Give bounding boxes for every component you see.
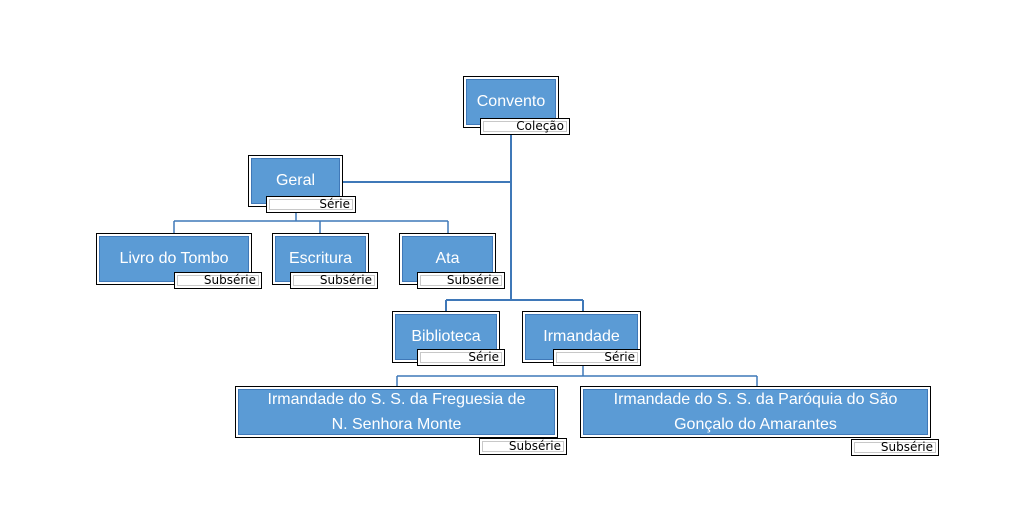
- node-level-tag: Série: [553, 349, 641, 366]
- node-title: Irmandade: [543, 328, 620, 345]
- node-irmandade-amarantes: Irmandade do S. S. da Paróquia do São Go…: [580, 386, 931, 438]
- node-title: Geral: [275, 172, 316, 189]
- node-title: Biblioteca: [411, 328, 481, 345]
- node-level-tag: Subsérie: [174, 272, 262, 289]
- node-level-tag: Subsérie: [417, 272, 505, 289]
- node-title: Escritura: [288, 250, 353, 267]
- node-title: Livro do Tombo: [119, 250, 229, 267]
- node-title: Irmandade do S. S. da Paróquia do São Go…: [610, 387, 902, 437]
- node-title: Convento: [476, 93, 546, 110]
- node-title-line-1: Irmandade do S. S. da Paróquia do São: [613, 391, 898, 408]
- node-title: Irmandade do S. S. da Freguesia de N. Se…: [264, 387, 530, 437]
- node-level-tag: Série: [266, 196, 356, 213]
- node-title-line-2: N. Senhora Monte: [331, 416, 462, 433]
- node-level-tag: Subsérie: [479, 438, 567, 455]
- node-level-tag: Subsérie: [290, 272, 378, 289]
- node-level-tag: Subsérie: [851, 439, 939, 456]
- node-title: Ata: [435, 250, 460, 267]
- node-title-line-2: Gonçalo do Amarantes: [674, 416, 837, 433]
- node-title-line-1: Irmandade do S. S. da Freguesia de: [267, 391, 526, 408]
- node-level-tag: Série: [417, 349, 505, 366]
- node-irmandade-monte: Irmandade do S. S. da Freguesia de N. Se…: [235, 386, 558, 438]
- node-level-tag: Coleção: [480, 118, 570, 135]
